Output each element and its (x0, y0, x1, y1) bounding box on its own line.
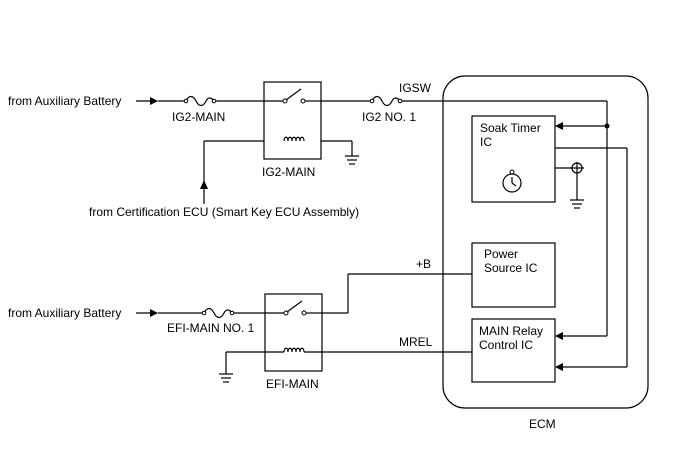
efi-main-relay-label: EFI-MAIN (266, 377, 319, 391)
soak-timer-label-line2: IC (480, 135, 492, 149)
soak-timer-clock-icon (502, 169, 522, 193)
efi-main-no1-fuse-icon (203, 307, 233, 319)
main-relay-control-ic-box (471, 318, 556, 383)
soak-timer-output-wiring (555, 162, 584, 209)
igsw-label: IGSW (399, 81, 432, 95)
ig2-main-relay-box (263, 81, 322, 160)
ig2-main-relay-label: IG2-MAIN (262, 165, 315, 179)
ig2-circuit-wiring (136, 97, 610, 340)
plus-b-label: +B (416, 257, 431, 271)
ecm-label: ECM (529, 417, 556, 431)
power-source-label-line2: Source IC (484, 261, 538, 275)
soak-timer-to-main-relay-wiring (555, 147, 628, 371)
ig2-main-relay-coil-icon (283, 136, 305, 142)
ig2-main-relay-switch-icon (264, 88, 321, 104)
aux-battery-label-top: from Auxiliary Battery (8, 94, 121, 108)
main-relay-control-label: MAIN Relay (479, 324, 543, 338)
efi-main-no1-fuse-label: EFI-MAIN NO. 1 (167, 321, 255, 335)
aux-battery-label-bottom: from Auxiliary Battery (8, 306, 121, 320)
power-source-label: Power (484, 247, 518, 261)
efi-main-relay-switch-icon (265, 300, 322, 316)
mrel-label: MREL (399, 335, 433, 349)
certification-ecu-label: from Certification ECU (Smart Key ECU As… (89, 205, 359, 219)
soak-timer-label: Soak Timer (480, 121, 541, 135)
ig2-no1-fuse-icon (371, 95, 401, 107)
main-relay-control-label-line2: Control IC (479, 338, 533, 352)
ig2-no1-fuse-label: IG2 NO. 1 (362, 110, 416, 124)
plus-b-wiring (321, 273, 472, 314)
ig2-main-fuse-label: IG2-MAIN (172, 110, 225, 124)
ig2-main-fuse-icon (185, 95, 215, 107)
power-source-ic-box (471, 242, 556, 308)
efi-main-relay-box (264, 293, 323, 372)
efi-main-relay-coil-icon (265, 347, 322, 353)
